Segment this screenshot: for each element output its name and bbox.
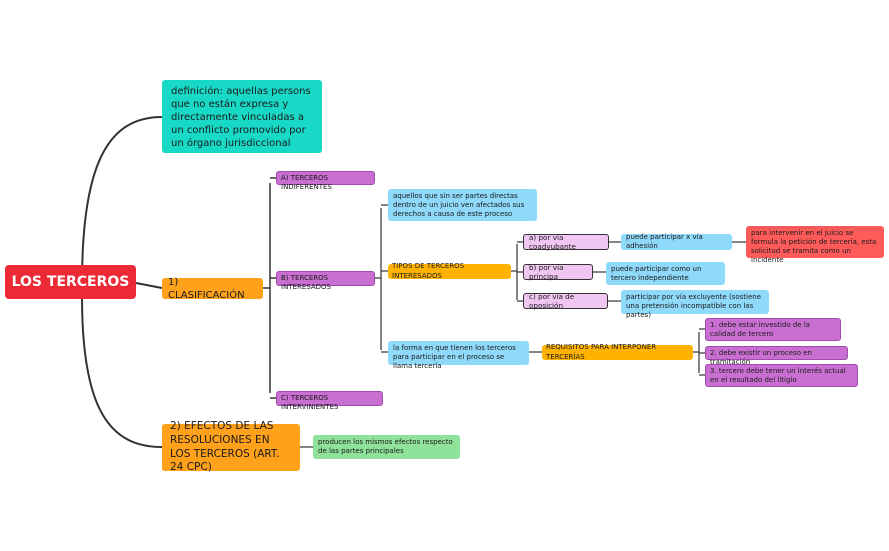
via-coadyubante-extra-node[interactable]: para intervenir en el juicio se formula … (746, 226, 884, 264)
root-node[interactable]: LOS TERCEROS (5, 265, 136, 299)
efectos-desc-node[interactable]: producen los mismos efectos respecto de … (313, 435, 460, 459)
requisitos-node[interactable]: REQUISITOS PARA INTERPONER TERCERÍAS (542, 343, 693, 361)
requisito-1-node[interactable]: 1. debe estar investido de la calidad de… (705, 318, 841, 341)
tipos-interesados-node[interactable]: TIPOS DE TERCEROS INTERESADOS (388, 262, 511, 280)
definition-node[interactable]: definición: aquellas persons que no está… (162, 80, 322, 153)
efectos-node[interactable]: 2) EFECTOS DE LAS RESOLUCIONES EN LOS TE… (162, 420, 300, 473)
forma-participar-node[interactable]: la forma en que tienen los terceros para… (388, 341, 529, 370)
clasificacion-node[interactable]: 1) CLASIFICACIÓN (162, 277, 263, 301)
via-principal-desc-node[interactable]: puede participar como un tercero indepen… (606, 262, 725, 285)
terceros-intervinientes-node[interactable]: C) TERCEROS INTERVINIENTES (276, 391, 383, 411)
interesados-definition-node[interactable]: aquellos que sin ser partes directas den… (388, 189, 537, 221)
via-oposicion-node[interactable]: c) por vía de oposición (523, 292, 608, 310)
via-principal-node[interactable]: b) por vía principa (523, 263, 593, 281)
requisito-3-node[interactable]: 3. tercero debe tener un interés actual … (705, 364, 858, 387)
requisito-2-node[interactable]: 2. debe existir un proceso en tramitació… (705, 346, 848, 366)
terceros-indiferentes-node[interactable]: A) TERCEROS INDIFERENTES (276, 171, 375, 191)
via-oposicion-desc-node[interactable]: participar por vía excluyente (sostiene … (621, 290, 769, 319)
via-coadyubante-desc-node[interactable]: puede participar x vía adhesión (621, 233, 732, 250)
via-coadyubante-node[interactable]: a) por vía coadyubante (523, 233, 609, 251)
terceros-interesados-node[interactable]: B) TERCEROS INTERESADOS (276, 271, 375, 291)
